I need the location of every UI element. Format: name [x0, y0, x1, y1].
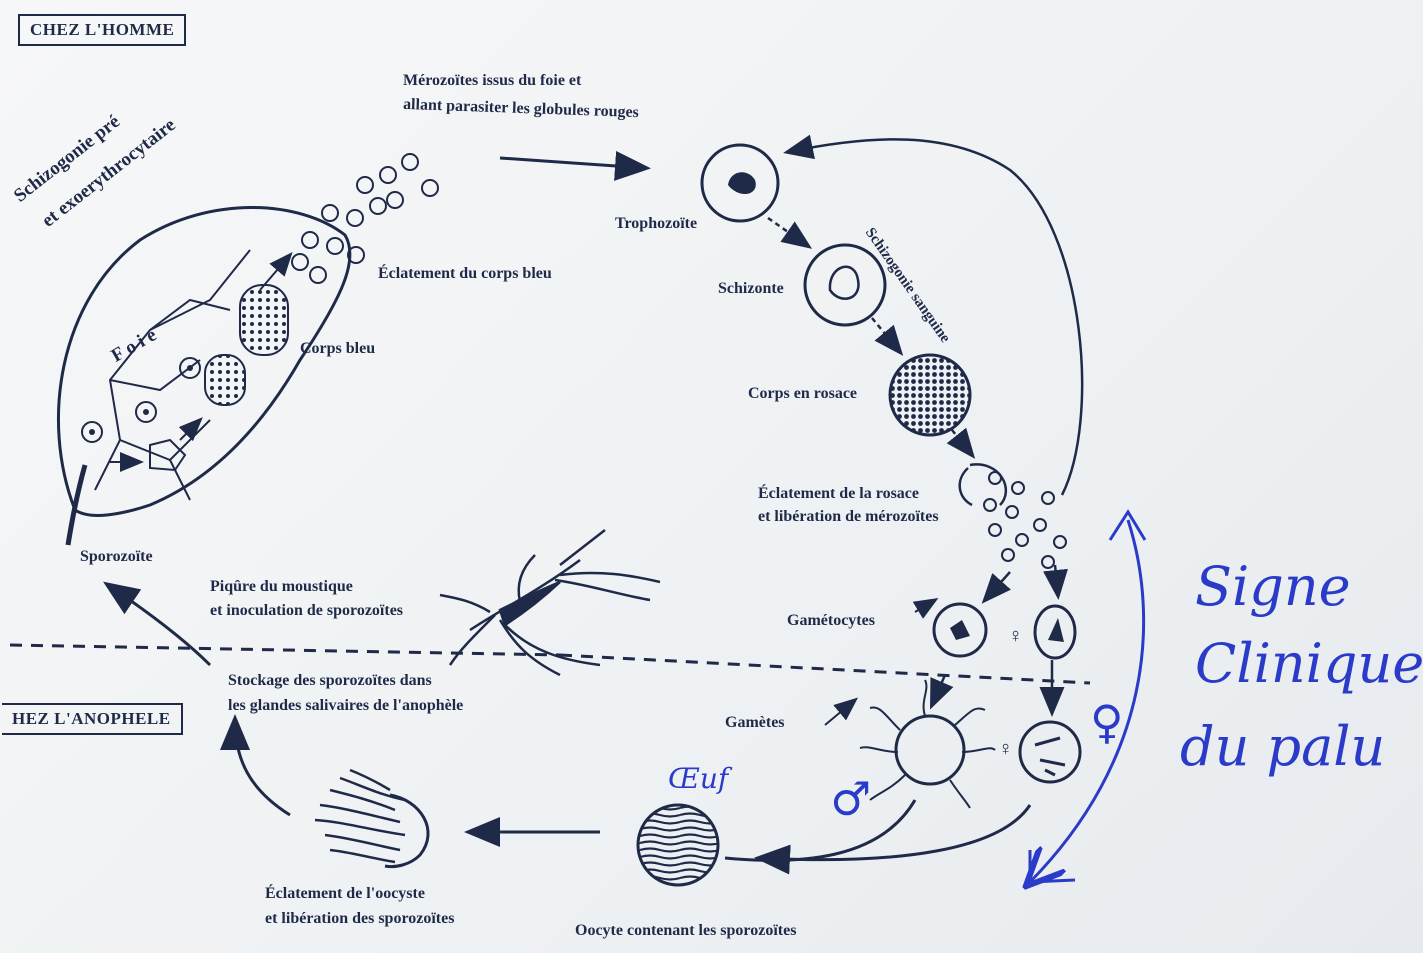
- burst-oocyte-drawing: [315, 770, 428, 867]
- gametocytes-label: Gamétocytes: [787, 612, 875, 630]
- corps-bleu-label: Corps bleu: [300, 340, 375, 358]
- trophozoite-label: Trophozoïte: [615, 215, 697, 233]
- anopheles-host-box: HEZ L'ANOPHELE: [2, 703, 183, 735]
- piqure-label-line1: Piqûre du moustique: [210, 578, 353, 596]
- eclatement-rosace-line1: Éclatement de la rosace: [758, 485, 919, 503]
- stockage-label-line1: Stockage des sporozoïtes dans: [228, 672, 432, 690]
- eclatement-rosace-line2: et libération de mérozoïtes: [758, 508, 939, 526]
- gametes-label: Gamètes: [725, 714, 785, 732]
- handwritten-signe: Signe: [1195, 555, 1351, 618]
- schizonte-label: Schizonte: [718, 280, 784, 298]
- female-gamete-symbol: ♀: [998, 738, 1013, 761]
- handwritten-clinique: Clinique: [1195, 632, 1423, 695]
- gametocyte-cells: [915, 600, 1075, 658]
- handwritten-oeuf: Œuf: [668, 762, 728, 795]
- oocyte-drawing: [638, 805, 718, 885]
- host-separator-line: [10, 645, 1090, 683]
- handwritten-female-symbol: ♀: [1090, 695, 1124, 749]
- stockage-label-line2: les glandes salivaires de l'anophèle: [228, 697, 463, 715]
- eclatement-corps-bleu-label: Éclatement du corps bleu: [378, 265, 552, 283]
- fusion-arrows: [725, 800, 1030, 860]
- corps-rosace-label: Corps en rosace: [748, 385, 857, 403]
- oocyte-label: Oocyte contenant les sporozoïtes: [575, 922, 796, 940]
- handwritten-male-symbol: ♂: [830, 772, 871, 826]
- rosace-merozoites: [984, 472, 1066, 568]
- female-gametocyte-symbol: ♀: [1008, 625, 1023, 648]
- piqure-label-line2: et inoculation de sporozoïtes: [210, 602, 403, 620]
- eclatement-oocyste-line1: Éclatement de l'oocyste: [265, 885, 425, 903]
- sporozoite-label: Sporozoïte: [80, 548, 153, 566]
- handwritten-du-palu: du palu: [1180, 715, 1385, 778]
- arrow-merozoites-to-rbc: [500, 158, 645, 168]
- blood-stage-cells: [702, 145, 1006, 505]
- merozoites-label-line1: Mérozoïtes issus du foie et: [403, 72, 581, 90]
- human-host-box: CHEZ L'HOMME: [18, 14, 186, 46]
- eclatement-oocyste-line2: et libération des sporozoïtes: [265, 910, 454, 928]
